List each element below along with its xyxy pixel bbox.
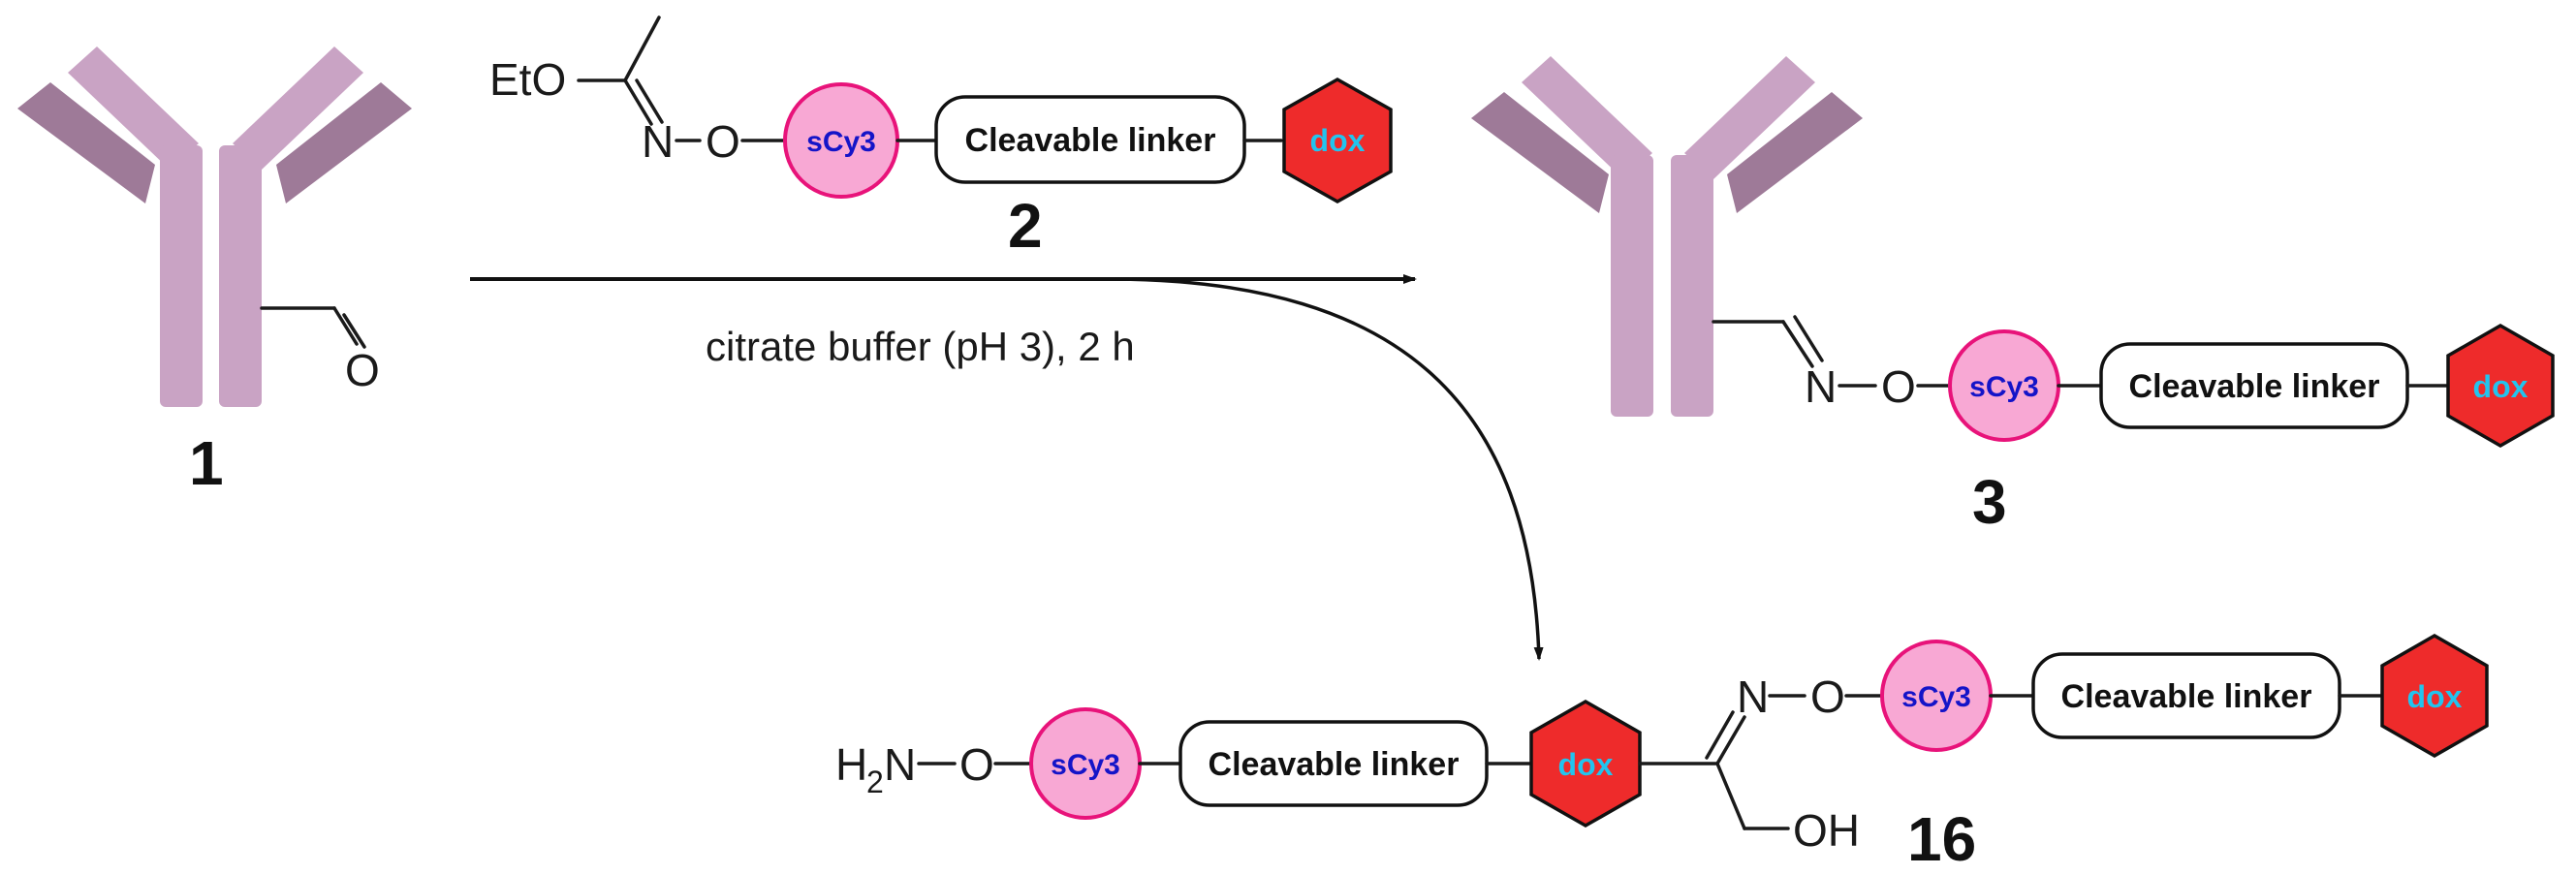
dox-label: dox bbox=[2473, 369, 2529, 404]
cy3-label: sCy3 bbox=[806, 126, 876, 158]
linker-label: Cleavable linker bbox=[1209, 746, 1460, 783]
linker-label: Cleavable linker bbox=[965, 122, 1216, 159]
reagent-2: EtO N O sCy3 Cleavable linker dox bbox=[489, 16, 1393, 204]
dox-hexagon bbox=[2446, 323, 2555, 449]
compound-label-16: 16 bbox=[1907, 804, 1976, 874]
byproduct-n-label: N bbox=[884, 739, 916, 790]
byproduct-n2-label: N bbox=[1737, 672, 1769, 722]
dox-hexagon bbox=[1282, 77, 1393, 204]
dox-hexagon bbox=[1529, 699, 1642, 828]
antibody-3 bbox=[1471, 56, 1863, 417]
byproduct-o-label: O bbox=[959, 739, 994, 790]
product3-n-label: N bbox=[1805, 361, 1837, 412]
compound-label-3: 3 bbox=[1972, 467, 2007, 537]
linker-label: Cleavable linker bbox=[2129, 368, 2380, 405]
compound-label-1: 1 bbox=[189, 428, 224, 498]
reagent-n-label: N bbox=[642, 116, 674, 167]
byproduct-oh-label: OH bbox=[1793, 805, 1860, 856]
antibody-1 bbox=[17, 47, 412, 407]
linker-label: Cleavable linker bbox=[2061, 678, 2312, 715]
cy3-label: sCy3 bbox=[1051, 749, 1120, 781]
byproduct-o2-label: O bbox=[1810, 672, 1845, 722]
dox-label: dox bbox=[1558, 747, 1614, 782]
reaction-conditions: citrate buffer (pH 3), 2 h bbox=[706, 324, 1135, 369]
cy3-label: sCy3 bbox=[1901, 681, 1971, 713]
eto-label: EtO bbox=[489, 54, 566, 105]
product-3-chain: N O sCy3 Cleavable linker dox bbox=[1712, 315, 2555, 449]
side-reaction-arrow bbox=[1114, 277, 1544, 661]
aldehyde-o-label: O bbox=[345, 345, 380, 395]
dox-hexagon bbox=[2380, 633, 2489, 759]
dox-label: dox bbox=[2407, 679, 2463, 714]
aldehyde-group: O bbox=[260, 306, 380, 395]
product3-o-label: O bbox=[1881, 361, 1916, 412]
byproduct-h-subscript: 2 bbox=[866, 765, 884, 799]
dox-label: dox bbox=[1310, 123, 1366, 158]
byproduct-16: H 2 N O sCy3 Cleavable linker dox N O OH… bbox=[835, 633, 2489, 856]
byproduct-h-label: H bbox=[835, 739, 867, 790]
cy3-label: sCy3 bbox=[1969, 371, 2039, 403]
compound-label-2: 2 bbox=[1008, 191, 1043, 261]
reagent-o-label: O bbox=[706, 116, 740, 167]
